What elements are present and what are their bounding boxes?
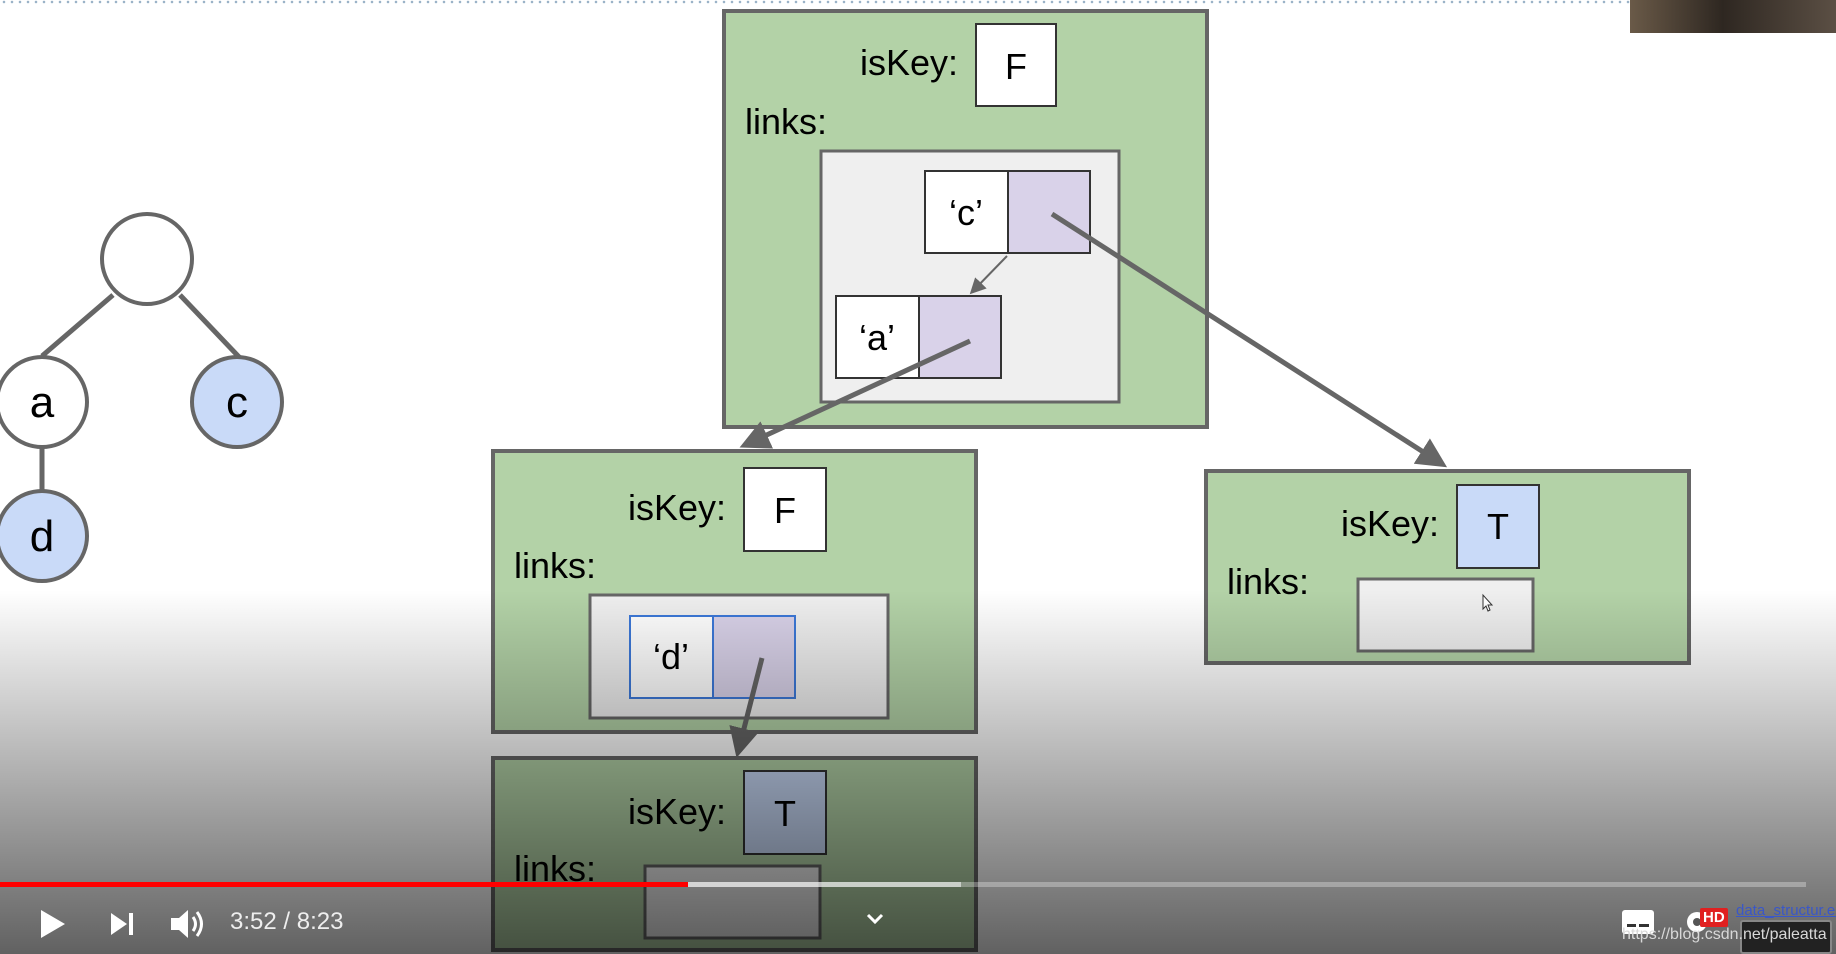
skip-next-icon	[111, 913, 133, 935]
tree-node-c	[190, 355, 284, 449]
tree-node-c-label: c	[226, 378, 248, 427]
subtitles-button[interactable]	[1616, 904, 1660, 940]
time-display: 3:52 / 8:23	[230, 908, 343, 936]
next-button[interactable]	[102, 904, 142, 944]
link-key-label: ‘a’	[859, 317, 895, 358]
watermark-link[interactable]: data_structur.es	[1736, 902, 1836, 919]
iskey-value-box	[1456, 484, 1540, 569]
tree-node-a-label: a	[30, 378, 55, 427]
iskey-value-box	[975, 23, 1057, 107]
hd-badge: HD	[1700, 908, 1728, 927]
links-label: links:	[745, 101, 827, 142]
link-key-label: ‘d’	[653, 636, 689, 677]
child-pointer-arrow	[739, 338, 972, 449]
links-label: links:	[514, 545, 596, 586]
chevron-down-icon	[866, 913, 884, 925]
progress-played	[0, 882, 689, 887]
iskey-value: T	[774, 793, 796, 834]
presenter-webcam	[1630, 0, 1836, 33]
trie-node-a: isKey: F links: ‘d’	[491, 449, 978, 734]
tree-node-d	[0, 489, 89, 583]
time-separator: /	[276, 908, 297, 935]
iskey-value: T	[1487, 506, 1509, 547]
play-icon	[41, 910, 65, 938]
links-label: links:	[1227, 561, 1309, 602]
watermark-url: https://blog.csdn.net/paleatta	[1622, 926, 1827, 943]
iskey-value: F	[1005, 46, 1027, 87]
link-key-box	[924, 170, 1009, 254]
iskey-value: F	[774, 490, 796, 531]
tree-node-a	[0, 355, 89, 449]
iskey-label: isKey:	[628, 791, 726, 832]
iskey-label: isKey:	[628, 487, 726, 528]
volume-button[interactable]	[166, 902, 210, 946]
next-link-arrow	[969, 255, 1008, 295]
links-box	[1356, 577, 1535, 653]
trie-node-c: isKey: T links:	[1204, 469, 1691, 665]
current-time: 3:52	[230, 908, 277, 935]
tree-edge	[178, 293, 242, 360]
tree-node-root	[100, 212, 194, 306]
volume-icon	[171, 910, 203, 938]
link-key-label: ‘c’	[949, 192, 983, 233]
tree-node-d-label: d	[30, 512, 54, 561]
iskey-label: isKey:	[1341, 503, 1439, 544]
top-edge-decoration	[0, 0, 1836, 4]
trie-node-root: isKey: F links: ‘c’ ‘a’	[722, 9, 1209, 429]
link-pointer-box	[918, 295, 1002, 379]
iskey-label: isKey:	[860, 42, 958, 83]
duration: 8:23	[296, 908, 344, 935]
child-pointer-arrow	[1050, 211, 1448, 468]
chapter-expand-button[interactable]	[860, 904, 890, 934]
cc-license-badge	[1740, 920, 1832, 954]
tree-diagram: a c d	[0, 212, 284, 583]
iskey-value-box	[743, 467, 827, 552]
play-button[interactable]	[30, 902, 74, 946]
progress-bar[interactable]	[0, 882, 1806, 887]
link-pointer-box	[1007, 170, 1091, 254]
subtitles-icon	[1622, 910, 1654, 934]
trie-node-d: isKey: T links:	[491, 756, 978, 952]
links-box	[643, 864, 822, 940]
tree-edge	[40, 293, 115, 358]
